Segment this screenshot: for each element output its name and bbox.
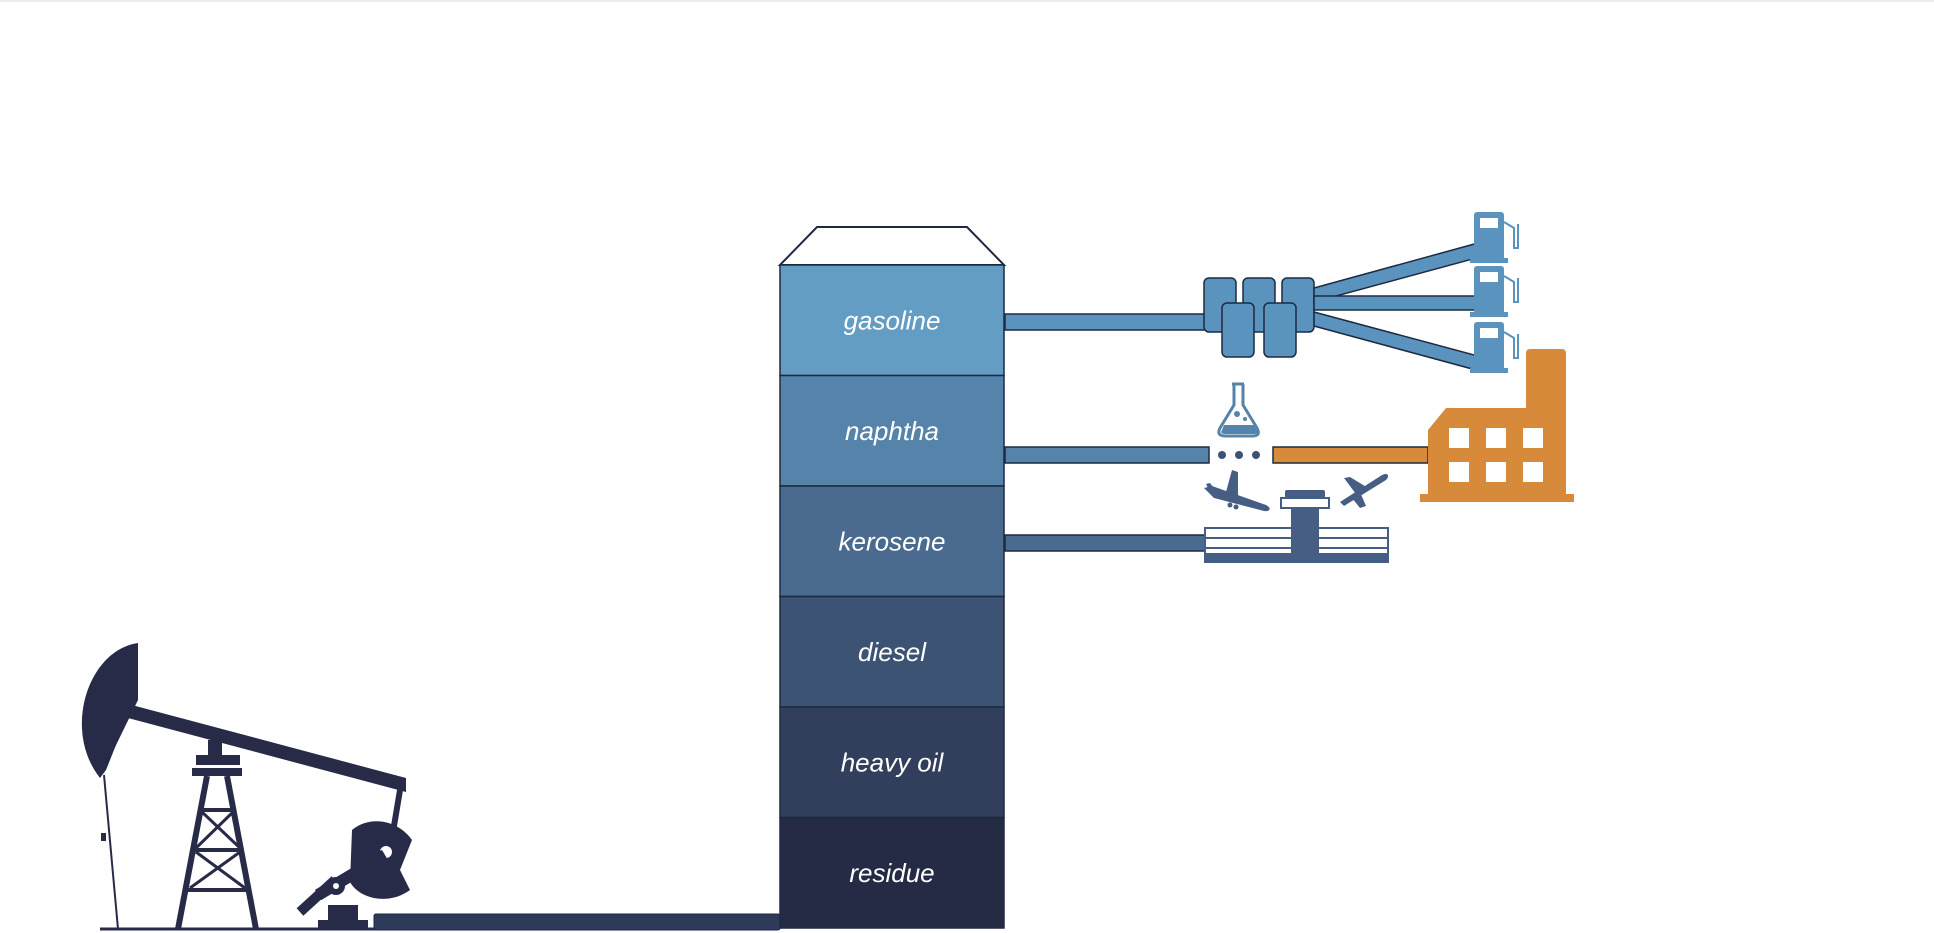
tower-layer-label: residue: [849, 858, 934, 888]
tower-layer-heavy-oil: [779, 706, 1005, 819]
tower-roof: [777, 226, 1007, 266]
naphtha-line: [1004, 349, 1574, 502]
kerosene-line: [1004, 470, 1389, 563]
tower-layer-label: diesel: [858, 637, 927, 667]
fuel-pump-icon: [1470, 212, 1519, 263]
tower-layer-diesel: [779, 595, 1005, 708]
gasoline-line: [1004, 212, 1519, 373]
oil-pumpjack-icon: [81, 643, 412, 931]
tower-layer-naphtha: [779, 374, 1005, 487]
tower-layers: gasoline naphtha kerosene diesel heavy oil re…: [779, 264, 1005, 929]
fuel-pump-icon: [1470, 322, 1519, 373]
tower-layer-label: gasoline: [844, 305, 941, 335]
storage-tanks-icon: [1203, 277, 1315, 358]
tower-layer-residue: [779, 816, 1005, 929]
tower-layer-label: naphtha: [845, 416, 939, 446]
airport-icon: [1204, 470, 1389, 563]
tower-layer-label: kerosene: [839, 526, 946, 556]
tower-layer-label: heavy oil: [841, 747, 945, 777]
tower-layer-kerosene: [779, 485, 1005, 598]
flask-icon: [1217, 382, 1260, 438]
feed-pipe: [373, 913, 781, 931]
tower-layer-gasoline: [779, 264, 1005, 377]
factory-icon: [1420, 349, 1574, 502]
distillation-tower: gasoline naphtha kerosene diesel heavy oil re…: [777, 226, 1007, 929]
fuel-pump-icon: [1470, 266, 1519, 317]
